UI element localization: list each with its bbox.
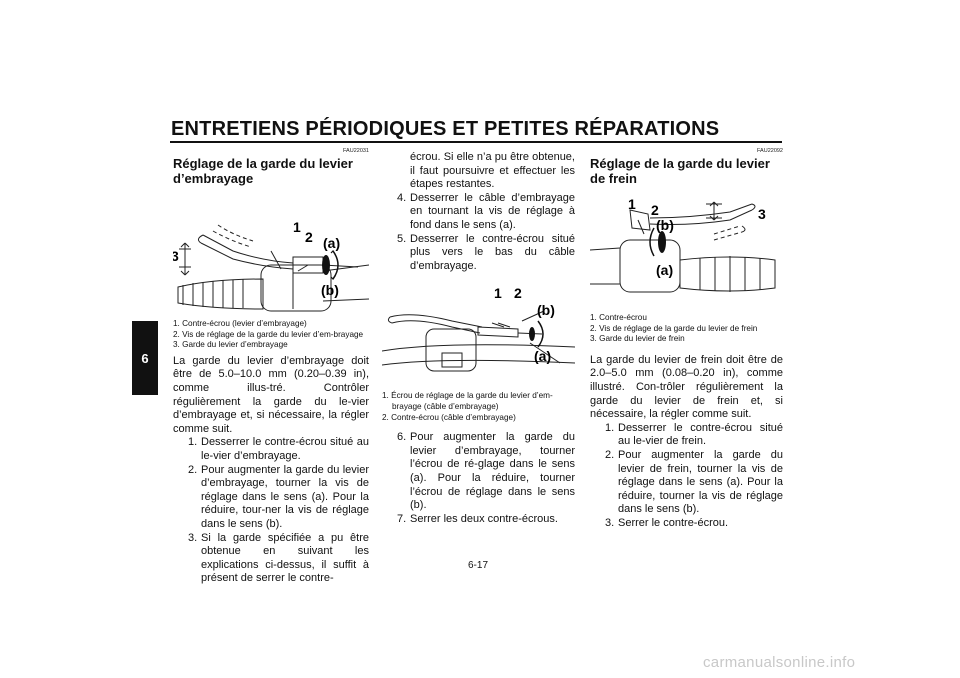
caption-1: 1. Contre-écrou bbox=[590, 313, 647, 322]
callout-a: (a) bbox=[656, 262, 673, 278]
step-item: 6.Pour augmenter la garde du levier d’em… bbox=[397, 431, 575, 512]
step-item: 4.Desserrer le câble d’embrayage en tour… bbox=[397, 191, 575, 231]
caption-3: 3. Garde du levier de frein bbox=[590, 334, 685, 344]
step-item: 1.Desserrer le contre-écrou situé au le-… bbox=[188, 436, 369, 462]
intro-paragraph: La garde du levier d’embrayage doit être… bbox=[173, 354, 369, 435]
section-tab: 6 bbox=[132, 321, 158, 395]
step-item: 3.Serrer le contre-écrou. bbox=[605, 516, 729, 529]
callout-3: 3 bbox=[758, 206, 766, 222]
callout-a: (a) bbox=[534, 348, 551, 364]
left-column: FAU22031 Réglage de la garde du levier d… bbox=[173, 148, 369, 586]
continuation-text: écrou. Si elle n’a pu être obtenue, il f… bbox=[410, 151, 575, 191]
callout-2: 2 bbox=[651, 202, 659, 218]
steps-list: 1.Desserrer le contre-écrou situé au le-… bbox=[173, 436, 369, 586]
figure-captions: 1. Contre-écrou 2. Vis de réglage de la … bbox=[590, 313, 783, 345]
callout-1: 1 bbox=[494, 285, 502, 301]
callout-b: (b) bbox=[321, 282, 339, 298]
caption-1: 1. Contre-écrou (levier d’embrayage) bbox=[173, 319, 307, 328]
watermark: carmanualsonline.info bbox=[703, 654, 856, 671]
callout-a: (a) bbox=[323, 235, 340, 251]
callout-b: (b) bbox=[537, 302, 555, 318]
section-code: FAU22092 bbox=[757, 148, 783, 154]
page-title: ENTRETIENS PÉRIODIQUES ET PETITES RÉPARA… bbox=[171, 118, 720, 140]
step-item: 2.Pour augmenter la garde du levier d’em… bbox=[188, 463, 369, 530]
caption-2: 2. Vis de réglage de la garde du levier … bbox=[590, 323, 758, 333]
page-number: 6-17 bbox=[468, 560, 489, 571]
callout-2: 2 bbox=[514, 285, 522, 301]
callout-3: 3 bbox=[173, 248, 179, 264]
step-item: 2.Pour augmenter la garde du levier de f… bbox=[605, 448, 783, 516]
title-rule bbox=[170, 141, 782, 143]
step-item: 5.Desserrer le contre-écrou situé plus v… bbox=[397, 232, 575, 272]
continuation-list: écrou. Si elle n’a pu être obtenue, il f… bbox=[382, 151, 575, 273]
intro-paragraph: La garde du levier de frein doit être de… bbox=[590, 353, 783, 421]
caption-2: 2. Vis de réglage de la garde du levier … bbox=[173, 329, 364, 339]
section-heading: Réglage de la garde du levier d’embrayag… bbox=[173, 156, 353, 186]
callout-b: (b) bbox=[656, 217, 674, 233]
cable-adjuster-illustration: 1 2 (b) (a) bbox=[382, 281, 575, 384]
steps-list: 1.Desserrer le contre-écrou situé au le-… bbox=[590, 422, 783, 531]
figure-captions: 1. Écrou de réglage de la garde du levie… bbox=[382, 391, 575, 423]
middle-column: écrou. Si elle n’a pu être obtenue, il f… bbox=[382, 151, 575, 526]
caption-3: 3. Garde du levier d’embrayage bbox=[173, 340, 288, 350]
right-column: FAU22092 Réglage de la garde du levier d… bbox=[590, 148, 783, 531]
step-item: 3.Si la garde spécifiée a pu être obtenu… bbox=[188, 531, 369, 585]
step-item: 7.Serrer les deux contre-écrous. bbox=[397, 512, 558, 525]
section-heading: Réglage de la garde du levier de frein bbox=[590, 156, 770, 186]
clutch-lever-illustration: 1 2 3 (a) (b) bbox=[173, 195, 369, 313]
step-item: 1.Desserrer le contre-écrou situé au le-… bbox=[605, 421, 783, 448]
steps-list: 6.Pour augmenter la garde du levier d’em… bbox=[382, 431, 575, 526]
section-code: FAU22031 bbox=[343, 148, 369, 154]
callout-1: 1 bbox=[628, 196, 636, 212]
caption-2: 2. Contre-écrou (câble d’embrayage) bbox=[382, 412, 516, 422]
brake-lever-illustration: 1 2 3 (b) (a) bbox=[590, 190, 783, 298]
callout-2: 2 bbox=[305, 229, 313, 245]
figure-captions: 1. Contre-écrou (levier d’embrayage) 2. … bbox=[173, 319, 369, 351]
callout-1: 1 bbox=[293, 219, 301, 235]
caption-1: 1. Écrou de réglage de la garde du levie… bbox=[382, 391, 553, 411]
